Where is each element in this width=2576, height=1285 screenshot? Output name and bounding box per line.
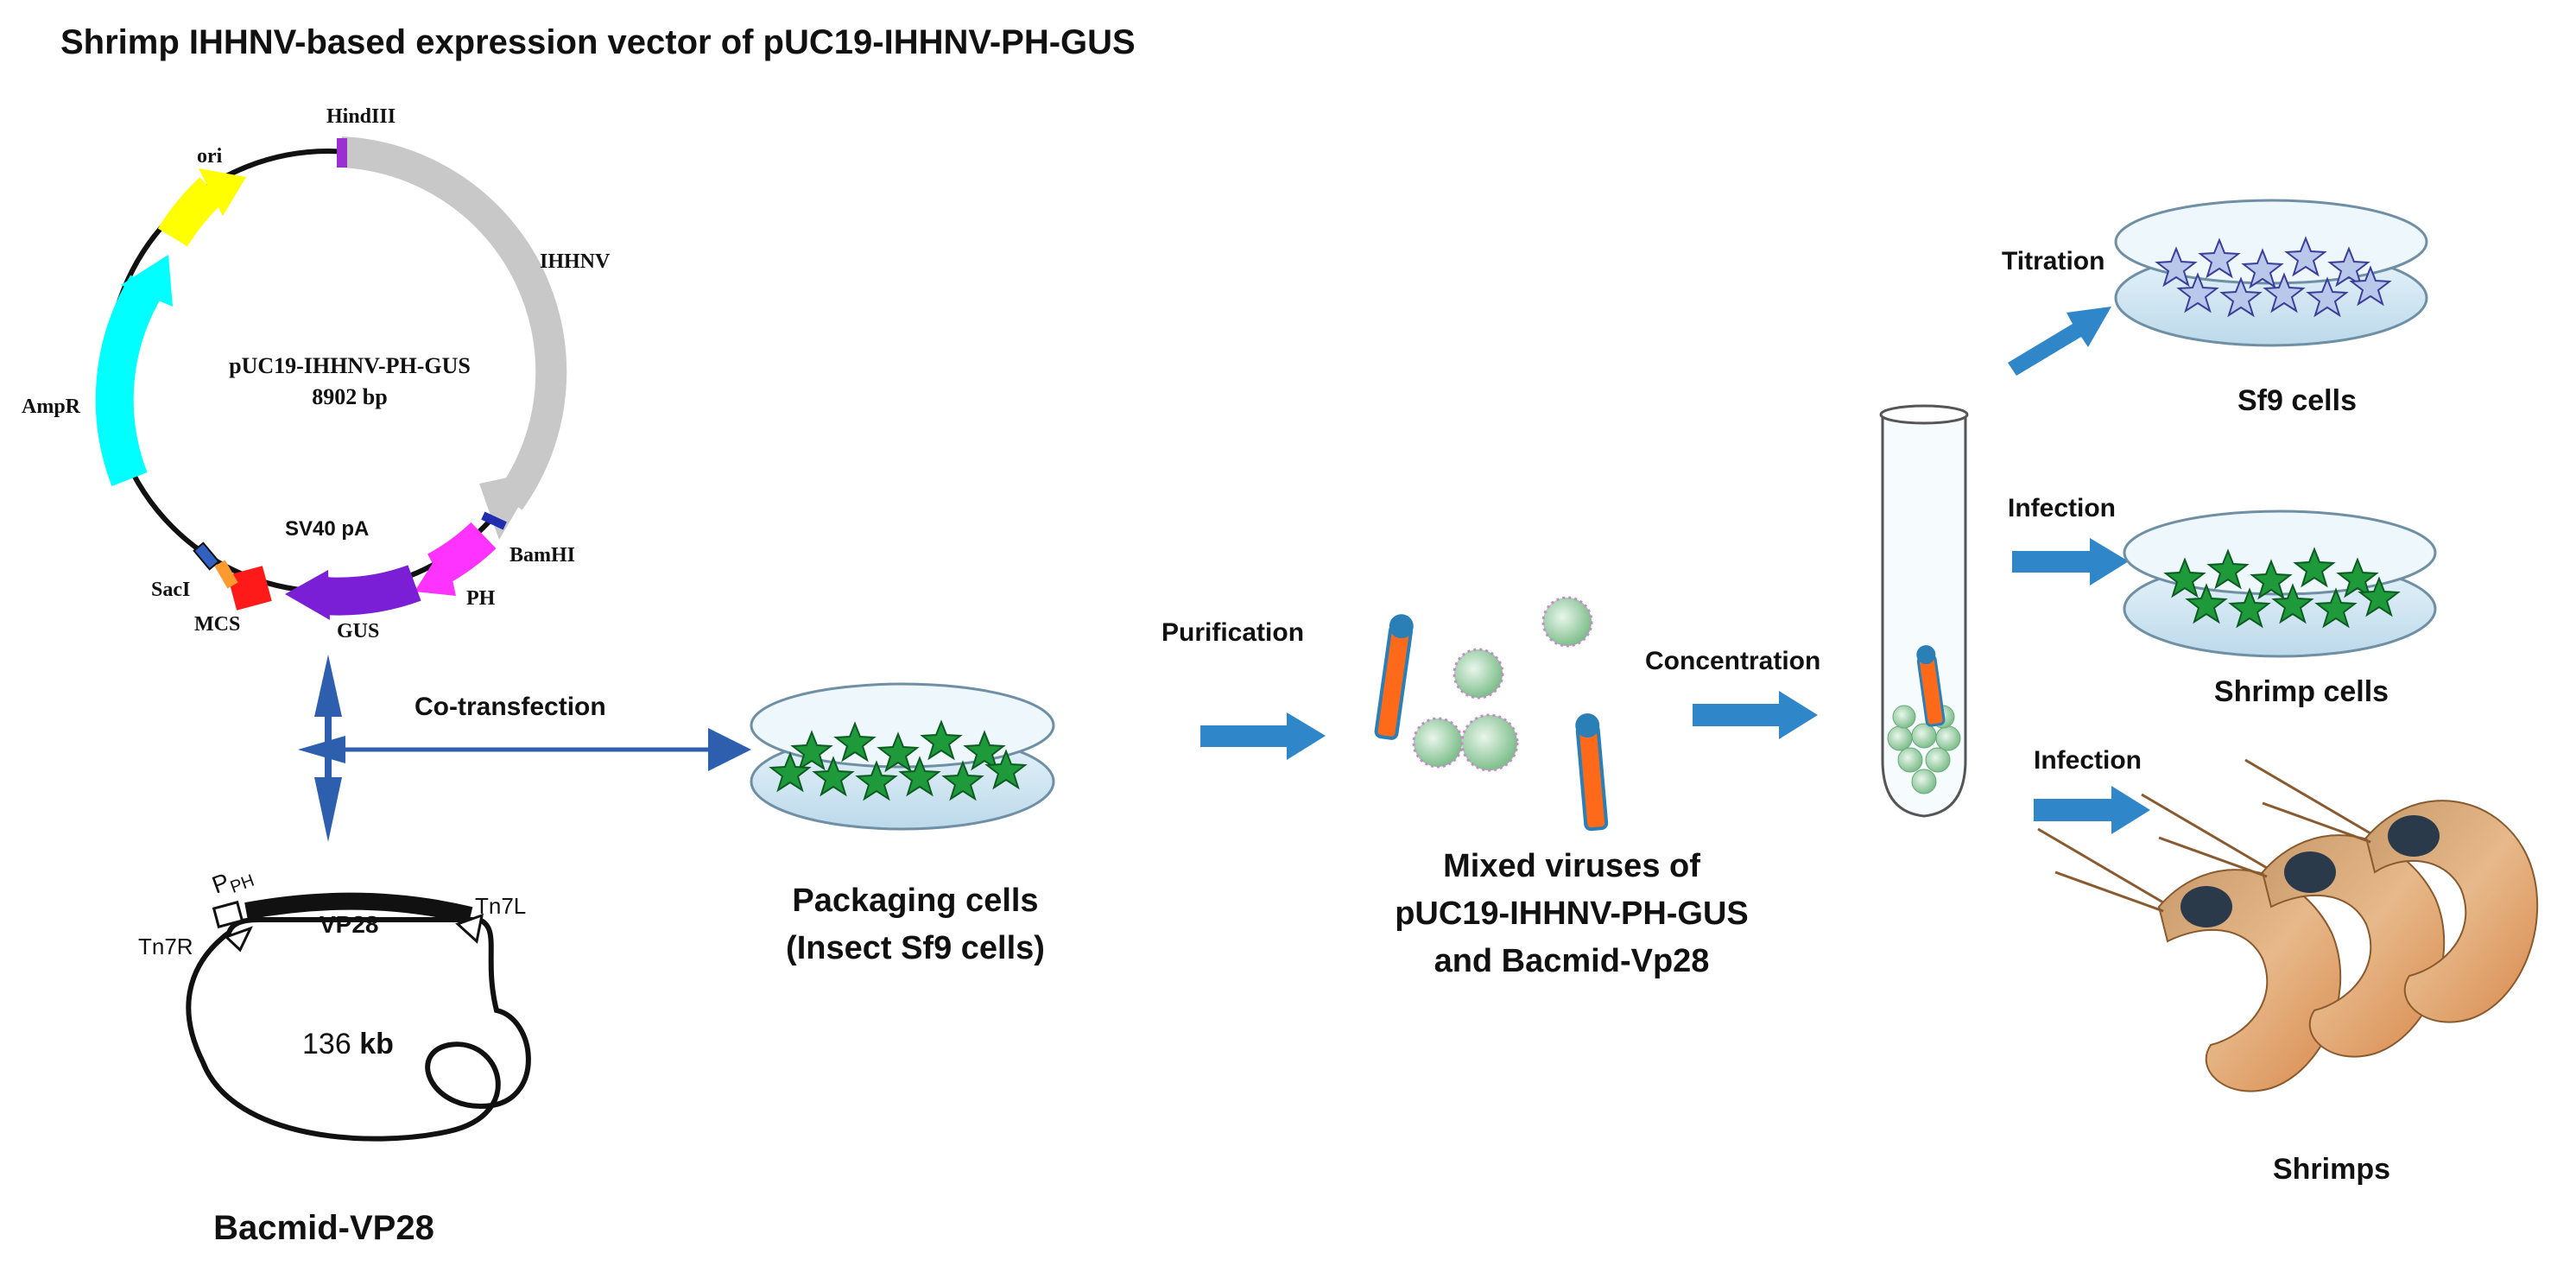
label-ampr: AmpR [22,396,81,418]
infection-shrimp-branch: Infection Shrimps [2034,746,2539,1186]
bacmid-name: Bacmid-VP28 [213,1209,434,1247]
mixed-label-line3: and Bacmid-Vp28 [1434,943,1710,979]
sf9-label: Sf9 cells [2237,384,2357,417]
mcs-box [227,566,272,611]
ori-arrowhead [199,168,246,216]
infection-shrimp-arrow [2034,786,2150,834]
bacmid-tn7r-label: Tn7R [138,934,193,959]
ampr-arrowhead [121,255,173,307]
label-bamhi: BamHI [510,544,575,567]
virus-sphere-3 [1412,717,1464,769]
tube-body [1881,413,1967,818]
centrifuge-tube [1879,404,1969,818]
bacmid-loop [186,917,531,1142]
bacmid-tn7l-label: Tn7L [475,893,526,919]
mixed-label-line2: pUC19-IHHNV-PH-GUS [1395,896,1749,932]
titration-arrow [2008,307,2111,376]
concentration-arrow [1693,691,1818,739]
label-ph: PH [466,587,496,610]
virus-rod-2 [1575,713,1609,832]
virus-rod-1 [1374,614,1414,740]
ampr-segment [95,275,163,486]
bacmid-promoter-label: PPH [208,860,256,903]
shrimp-3 [2244,758,2539,1023]
ihhnv-arrowhead [479,471,540,540]
purification-step: Purification [1161,618,1326,760]
concentration-step: Concentration [1645,647,1820,739]
sv40-box [214,560,238,589]
vp28-segment [244,892,473,924]
label-ihhnv: IHHNV [540,250,611,273]
hindiii-mark [337,138,347,168]
ori-segment [157,177,224,247]
label-sv40: SV40 pA [285,517,369,541]
plasmid-size: 8902 bp [312,384,387,409]
plasmid-name: pUC19-IHHNV-PH-GUS [229,353,471,378]
tn7r-marker [224,926,253,953]
bacmid-promoter-sub: PH [228,871,257,897]
tube-virus-pellet [1887,705,1961,794]
label-gus: GUS [337,620,379,642]
cotransfection-label: Co-transfection [415,693,606,721]
plasmid-map: pUC19-IHHNV-PH-GUS 8902 bp HindIII ori I… [22,105,611,642]
infection-cells-label: Infection [2008,494,2116,522]
bacmid-size-unit: kb [359,1028,394,1060]
ph-arrowhead [415,544,456,596]
cotransfection-arrows: Co-transfection [298,655,751,842]
packaging-label-line1: Packaging cells [792,883,1038,919]
bamhi-mark [481,511,507,530]
bacmid-map: VP28 Tn7R Tn7L PPH 136 kb Bacmid-VP28 [138,860,531,1247]
virus-sphere-4 [1460,713,1519,772]
bacmid-size: 136 kb [302,1028,394,1060]
tube-rim [1879,404,1969,425]
cross-arrow-up [314,655,342,717]
tube-virus-rod [1916,645,1946,727]
packaging-label-line2: (Insect Sf9 cells) [786,930,1045,966]
cross-arrow-left [298,736,345,763]
cross-arrow-down [314,777,342,842]
virus-sphere-1 [1453,648,1504,699]
label-ori: ori [197,145,223,168]
ihhnv-segment [340,136,567,510]
packaging-dish: Packaging cells (Insect Sf9 cells) [750,682,1055,966]
mixed-label-line1: Mixed viruses of [1443,848,1700,884]
purification-arrow [1200,712,1326,760]
page-title: Shrimp IHHNV-based expression vector of … [60,23,1136,61]
infection-cells-arrow [2012,538,2129,586]
virus-sphere-2 [1541,596,1593,648]
shrimps-label: Shrimps [2273,1153,2390,1186]
pph-box [212,900,244,929]
bacmid-vp28-label: VP28 [320,911,379,938]
infection-shrimp-label: Infection [2034,746,2142,775]
tn7l-marker [455,913,484,944]
shrimp-illustration [2037,758,2539,1092]
purification-label: Purification [1161,618,1304,647]
gus-segment [322,565,421,616]
shrimp-1 [2037,827,2342,1092]
gus-arrowhead [285,570,330,620]
shrimp-cells-label: Shrimp cells [2214,675,2389,708]
bacmid-size-num: 136 [302,1028,351,1060]
label-mcs: MCS [194,613,240,636]
titration-label: Titration [2002,247,2104,275]
concentration-label: Concentration [1645,647,1820,675]
label-hindiii: HindIII [326,105,396,128]
infection-cells-branch: Infection Shrimp cells [2008,494,2437,708]
label-saci: SacI [151,579,190,601]
saci-mark [193,541,220,571]
titration-branch: Titration Sf9 cells [2002,199,2428,417]
mixed-viruses: Mixed viruses of pUC19-IHHNV-PH-GUS and … [1374,596,1749,979]
